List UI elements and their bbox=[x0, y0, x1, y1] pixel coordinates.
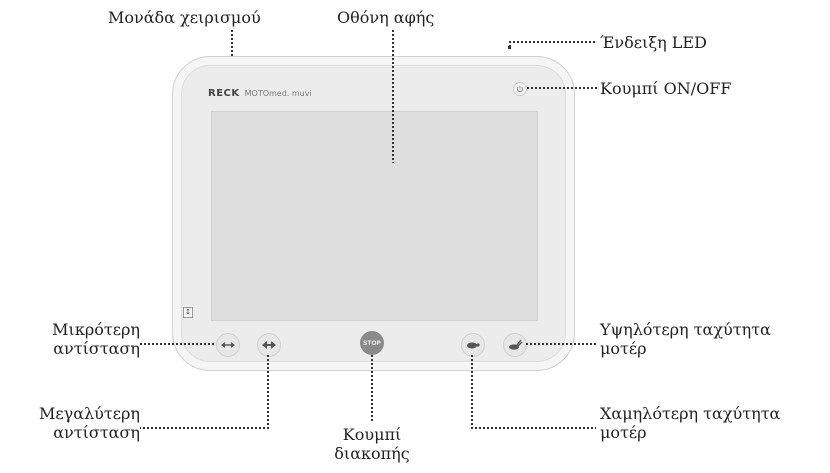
label-stop-button-line2: διακοπής bbox=[334, 444, 410, 463]
resistance-increase-icon bbox=[262, 341, 276, 349]
label-higher-speed-line1: Υψηλότερη ταχύτητα bbox=[600, 320, 771, 339]
label-control-unit: Μονάδα χειρισμού bbox=[108, 8, 261, 27]
leader-led bbox=[509, 41, 597, 47]
label-lower-speed: Χαμηλότερη ταχύτητα μοτέρ bbox=[600, 404, 780, 442]
label-lower-resistance-line2: αντίσταση bbox=[53, 339, 140, 358]
resistance-decrease-icon bbox=[221, 342, 235, 348]
label-lower-speed-line2: μοτέρ bbox=[600, 423, 647, 442]
model-name: MOTOmed. muvi bbox=[244, 89, 312, 98]
higher-speed-button bbox=[503, 333, 527, 357]
turtle-icon bbox=[467, 342, 480, 349]
label-lower-speed-line1: Χαμηλότερη ταχύτητα bbox=[600, 404, 781, 423]
higher-resistance-button bbox=[257, 333, 281, 357]
label-touchscreen: Οθόνη αφής bbox=[337, 8, 435, 27]
label-stop-button-line1: Κουμπί bbox=[342, 425, 402, 444]
stop-button: STOP bbox=[360, 331, 384, 355]
label-led-indicator: Ένδειξη LED bbox=[600, 33, 707, 52]
brand-logo: RECK MOTOmed. muvi bbox=[208, 81, 312, 99]
label-higher-resistance: Μεγαλύτερη αντίσταση bbox=[10, 404, 140, 442]
touchscreen bbox=[211, 111, 538, 321]
label-higher-speed-line2: μοτέρ bbox=[600, 339, 647, 358]
usb-icon: ↕ bbox=[183, 307, 193, 318]
stop-icon: STOP bbox=[363, 339, 381, 347]
label-higher-resistance-line1: Μεγαλύτερη bbox=[38, 404, 140, 423]
label-stop-button: Κουμπί διακοπής bbox=[322, 425, 422, 463]
power-icon bbox=[516, 85, 524, 93]
rabbit-icon bbox=[509, 339, 523, 350]
label-lower-resistance: Μικρότερη αντίσταση bbox=[30, 320, 140, 358]
leader-lower-speed bbox=[471, 355, 596, 429]
label-lower-resistance-line1: Μικρότερη bbox=[52, 320, 140, 339]
brand-name: RECK bbox=[208, 88, 240, 99]
power-button bbox=[513, 82, 527, 96]
label-on-off-button: Κουμπί ON/OFF bbox=[600, 79, 732, 98]
leader-higher-resistance bbox=[140, 355, 269, 429]
led-indicator bbox=[508, 46, 511, 49]
lower-resistance-button bbox=[216, 333, 240, 357]
label-higher-resistance-line2: αντίσταση bbox=[53, 423, 140, 442]
label-higher-speed: Υψηλότερη ταχύτητα μοτέρ bbox=[600, 320, 771, 358]
